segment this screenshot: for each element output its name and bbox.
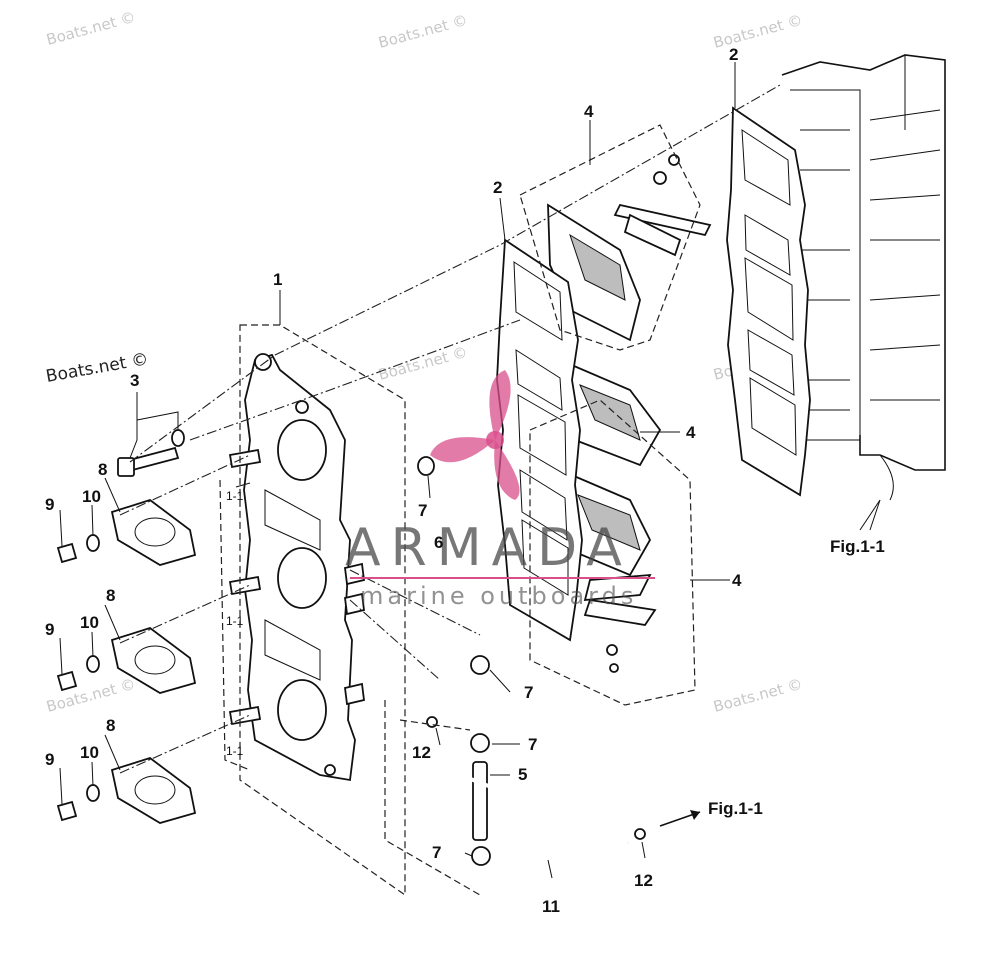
callout-12-a: 12 bbox=[412, 743, 431, 762]
callout-9-b: 9 bbox=[45, 620, 54, 639]
callout-3: 3 bbox=[130, 371, 139, 390]
fig-ref-hose: Fig.1-1 bbox=[708, 799, 763, 818]
callout-10-c: 10 bbox=[80, 743, 99, 762]
figure-references: Fig.1-1 Fig.1-1 bbox=[708, 537, 885, 818]
callout-4-top: 4 bbox=[584, 102, 594, 121]
callout-1-1-c: 1-1 bbox=[226, 744, 244, 758]
callout-1-1-a: 1-1 bbox=[226, 489, 244, 503]
leader-lines bbox=[59, 62, 881, 879]
brand-tagline: marine outboards bbox=[360, 582, 637, 610]
watermark-text: Boats.net © bbox=[376, 343, 469, 384]
propeller-blade-icon bbox=[494, 440, 520, 500]
reed-plate-gasket-left bbox=[496, 238, 583, 642]
engine-block-drawing bbox=[781, 54, 946, 531]
callout-7-b: 7 bbox=[524, 683, 533, 702]
callout-2-right: 2 bbox=[729, 45, 738, 64]
callout-5: 5 bbox=[518, 765, 527, 784]
callout-8-c: 8 bbox=[106, 716, 115, 735]
callout-9-a: 9 bbox=[45, 495, 54, 514]
callout-7-a: 7 bbox=[418, 501, 427, 520]
callout-8-b: 8 bbox=[106, 586, 115, 605]
callout-1: 1 bbox=[273, 270, 282, 289]
watermark-text: Boats.net © bbox=[711, 675, 804, 716]
callout-10-a: 10 bbox=[82, 487, 101, 506]
bolt-and-washer bbox=[117, 429, 185, 477]
watermark-text: Boats.net © bbox=[44, 675, 137, 716]
callout-6: 6 bbox=[434, 533, 443, 552]
callout-7-c: 7 bbox=[528, 735, 537, 754]
callout-4-low: 4 bbox=[732, 571, 742, 590]
callout-11: 11 bbox=[542, 897, 560, 916]
propeller-blade-icon bbox=[430, 437, 495, 463]
watermark-text: Boats.net © bbox=[711, 11, 804, 52]
callout-10-b: 10 bbox=[80, 613, 99, 632]
callout-9-c: 9 bbox=[45, 750, 54, 769]
callout-2-left: 2 bbox=[493, 178, 502, 197]
flange-set bbox=[56, 499, 197, 824]
reed-plate-gasket-right bbox=[726, 106, 811, 497]
assembly-guide-lines bbox=[119, 84, 781, 897]
brand-logo: ARMADA marine outboards bbox=[345, 370, 655, 610]
fig-ref-engine: Fig.1-1 bbox=[830, 537, 885, 556]
intake-manifold bbox=[228, 353, 365, 782]
callout-labels: 1 2 2 3 4 4 4 5 6 7 7 7 7 8 8 8 9 9 9 10… bbox=[45, 45, 742, 916]
hose-assembly bbox=[408, 456, 646, 866]
watermark-text: Boats.net © bbox=[376, 11, 469, 52]
callout-12-b: 12 bbox=[634, 871, 653, 890]
callout-8-a: 8 bbox=[98, 460, 107, 479]
callout-1-1-b: 1-1 bbox=[226, 614, 244, 628]
callout-4-mid: 4 bbox=[686, 423, 696, 442]
brand-name: ARMADA bbox=[345, 518, 632, 578]
watermark-text: Boats.net © bbox=[44, 8, 137, 49]
callout-7-d: 7 bbox=[432, 843, 441, 862]
propeller-blade-icon bbox=[489, 370, 511, 440]
